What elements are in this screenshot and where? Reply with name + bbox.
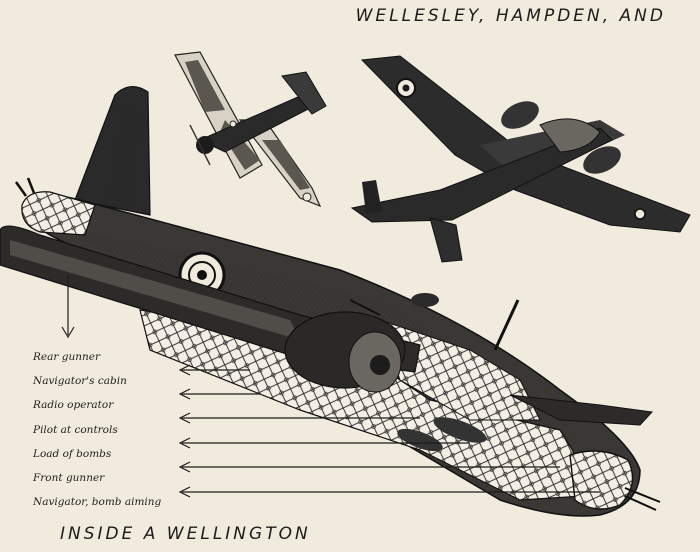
label-load-of-bombs: Load of bombs: [33, 447, 112, 460]
headline: WELLESLEY, HAMPDEN, AND: [355, 6, 666, 26]
crew-position-labels: Rear gunner Navigator's cabin Radio oper…: [33, 345, 161, 514]
label-arrows: [61, 275, 600, 498]
caption: INSIDE A WELLINGTON: [60, 524, 311, 544]
label-front-gunner: Front gunner: [33, 471, 105, 484]
label-navigators-cabin: Navigator's cabin: [33, 375, 127, 388]
label-pilot-at-controls: Pilot at controls: [33, 423, 118, 436]
label-navigator-bomb-aiming: Navigator, bomb aiming: [33, 496, 162, 509]
hampden-bomber: [350, 55, 691, 263]
wellesley-fighter: [174, 51, 327, 208]
label-rear-gunner: Rear gunner: [33, 351, 100, 363]
wellington-bomber-cutaway: [0, 86, 661, 517]
label-radio-operator: Radio operator: [33, 399, 114, 412]
